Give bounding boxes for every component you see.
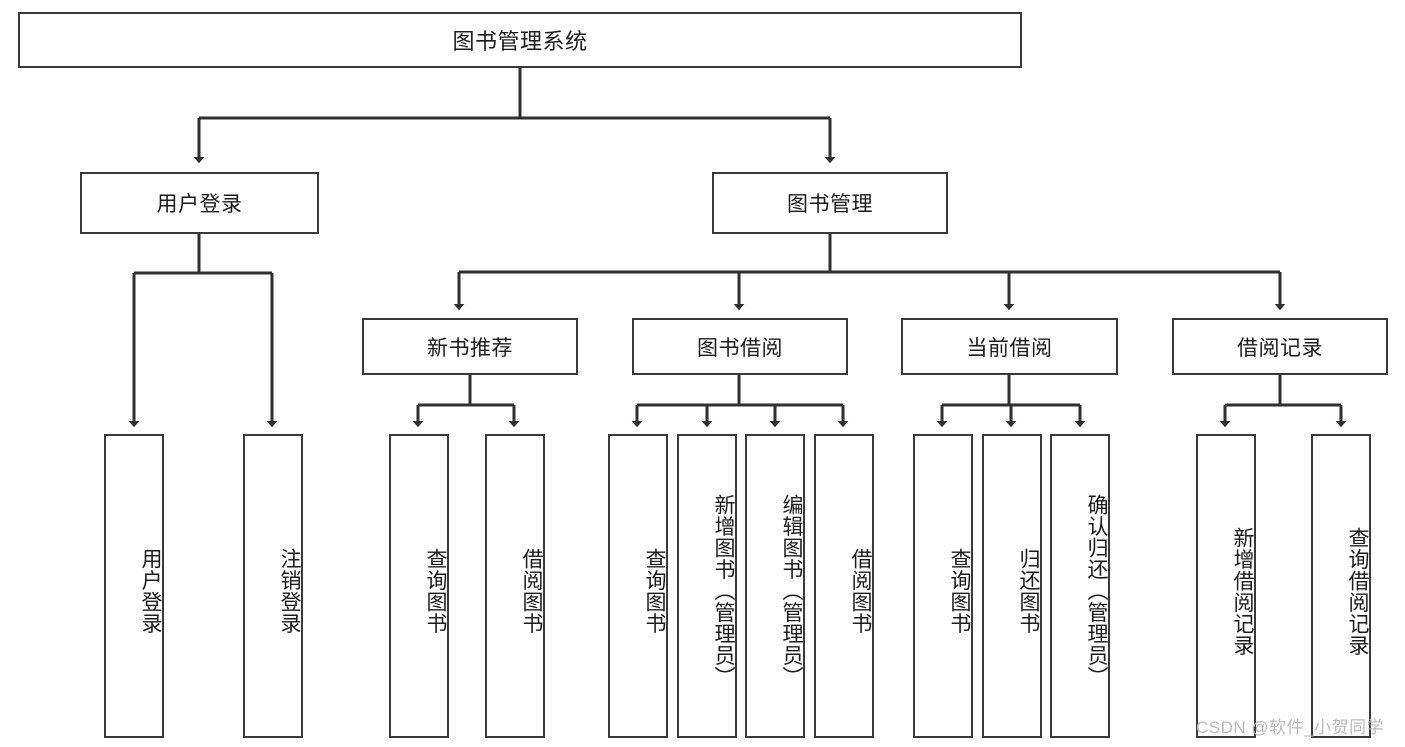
node-label: 查询图书 — [643, 548, 666, 634]
node-label: 借阅记录 — [1237, 336, 1323, 360]
node-label: 编辑图书（管理员） — [780, 494, 803, 688]
node-label: 注销登录 — [278, 548, 301, 634]
node-label: 查询图书 — [424, 548, 447, 634]
node-label: 新书推荐 — [427, 336, 513, 360]
node-label: 用户登录 — [139, 548, 162, 634]
leaf-newbook-query-book[interactable]: 查询图书 — [389, 434, 449, 738]
node-label: 图书管理 — [787, 193, 873, 216]
node-label: 确认归还（管理员） — [1085, 494, 1108, 688]
node-book-borrow[interactable]: 图书借阅 — [632, 318, 848, 375]
node-label: 用户登录 — [156, 193, 243, 216]
node-label: 图书借阅 — [697, 336, 783, 360]
csdn-watermark: CSDN @软件_小贺同学 — [1196, 718, 1385, 737]
node-label: 新增图书（管理员） — [712, 494, 735, 688]
node-book-management[interactable]: 图书管理 — [712, 172, 948, 234]
node-label: 新增借阅记录 — [1231, 526, 1254, 656]
leaf-borrow-query-book[interactable]: 查询图书 — [608, 434, 668, 738]
node-borrow-record[interactable]: 借阅记录 — [1172, 318, 1388, 375]
node-label: 归还图书 — [1017, 548, 1040, 634]
node-user-login[interactable]: 用户登录 — [80, 172, 319, 234]
leaf-borrow-edit-book-admin[interactable]: 编辑图书（管理员） — [745, 434, 805, 738]
node-label: 查询图书 — [948, 548, 971, 634]
node-label: 当前借阅 — [966, 336, 1053, 360]
leaf-user-login[interactable]: 用户登录 — [104, 434, 164, 738]
leaf-logout[interactable]: 注销登录 — [243, 434, 303, 738]
leaf-current-return-book[interactable]: 归还图书 — [982, 434, 1042, 738]
leaf-newbook-borrow-book[interactable]: 借阅图书 — [485, 434, 545, 738]
node-root-system[interactable]: 图书管理系统 — [18, 12, 1022, 68]
leaf-borrow-borrow-book[interactable]: 借阅图书 — [814, 434, 874, 738]
leaf-record-query-record[interactable]: 查询借阅记录 — [1311, 434, 1371, 738]
leaf-borrow-add-book-admin[interactable]: 新增图书（管理员） — [677, 434, 737, 738]
leaf-current-confirm-return-admin[interactable]: 确认归还（管理员） — [1050, 434, 1110, 738]
leaf-current-query-book[interactable]: 查询图书 — [913, 434, 973, 738]
node-new-book-recommend[interactable]: 新书推荐 — [362, 318, 578, 375]
node-label: 图书管理系统 — [452, 29, 588, 54]
node-label: 借阅图书 — [849, 548, 872, 634]
node-current-borrow[interactable]: 当前借阅 — [901, 318, 1118, 375]
node-label: 借阅图书 — [520, 548, 543, 634]
node-label: 查询借阅记录 — [1346, 526, 1369, 656]
leaf-record-add-record[interactable]: 新增借阅记录 — [1196, 434, 1256, 738]
